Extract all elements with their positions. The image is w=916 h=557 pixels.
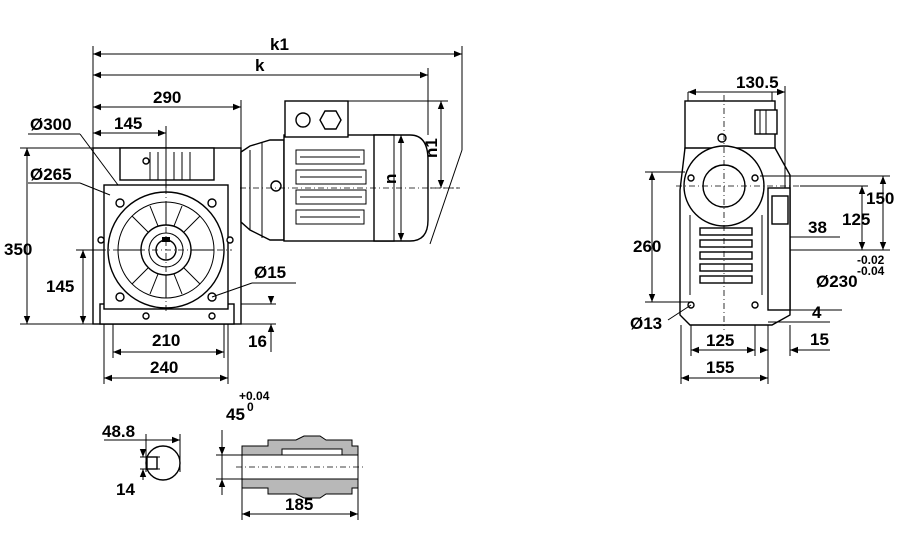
dim-350: 350 [4, 240, 32, 259]
dim-n: n [381, 174, 400, 184]
dim-k: k [255, 56, 265, 75]
dim-125-right: 125 [842, 210, 870, 229]
dim-155: 155 [706, 358, 734, 377]
dim-d265: Ø265 [30, 165, 72, 184]
dim-14: 14 [116, 480, 135, 499]
dim-tol-zero: 0 [247, 400, 254, 414]
dim-125-bottom: 125 [706, 331, 734, 350]
dim-260: 260 [633, 237, 661, 256]
dim-48-8: 48.8 [102, 422, 135, 441]
dim-4: 4 [812, 303, 822, 322]
terminal-box-nut [319, 110, 342, 130]
dim-tol-neg1: -0.02 [857, 253, 885, 267]
hub-keyway [162, 237, 170, 242]
dim-145-left: 145 [46, 277, 74, 296]
dim-150: 150 [866, 189, 894, 208]
dim-130-5: 130.5 [736, 73, 779, 92]
dim-145-top: 145 [114, 114, 142, 133]
dim-16: 16 [248, 332, 267, 351]
side-ribs [699, 227, 753, 284]
dim-45: 45 [226, 405, 245, 424]
gearbox-top-flange [119, 147, 215, 181]
dim-d230: Ø230 [816, 272, 858, 291]
dim-d15: Ø15 [254, 263, 286, 282]
dim-38: 38 [808, 218, 827, 237]
dim-d13: Ø13 [630, 314, 662, 333]
side-view [645, 86, 890, 384]
dim-290: 290 [153, 88, 181, 107]
motor-fins [295, 149, 367, 225]
dim-240: 240 [150, 358, 178, 377]
terminal-box-plug [295, 112, 311, 128]
dim-185: 185 [285, 495, 313, 514]
dim-d300: Ø300 [30, 115, 72, 134]
dim-210: 210 [152, 331, 180, 350]
dim-n1: n1 [422, 138, 441, 158]
dim-15-bottom: 15 [810, 330, 829, 349]
dim-tol-pos: +0.04 [239, 389, 270, 403]
dim-tol-neg2: -0.04 [857, 264, 885, 278]
dim-k1: k1 [270, 35, 289, 54]
front-view [20, 46, 463, 384]
corner-bolts [97, 157, 234, 320]
shaft-detail [104, 430, 364, 520]
